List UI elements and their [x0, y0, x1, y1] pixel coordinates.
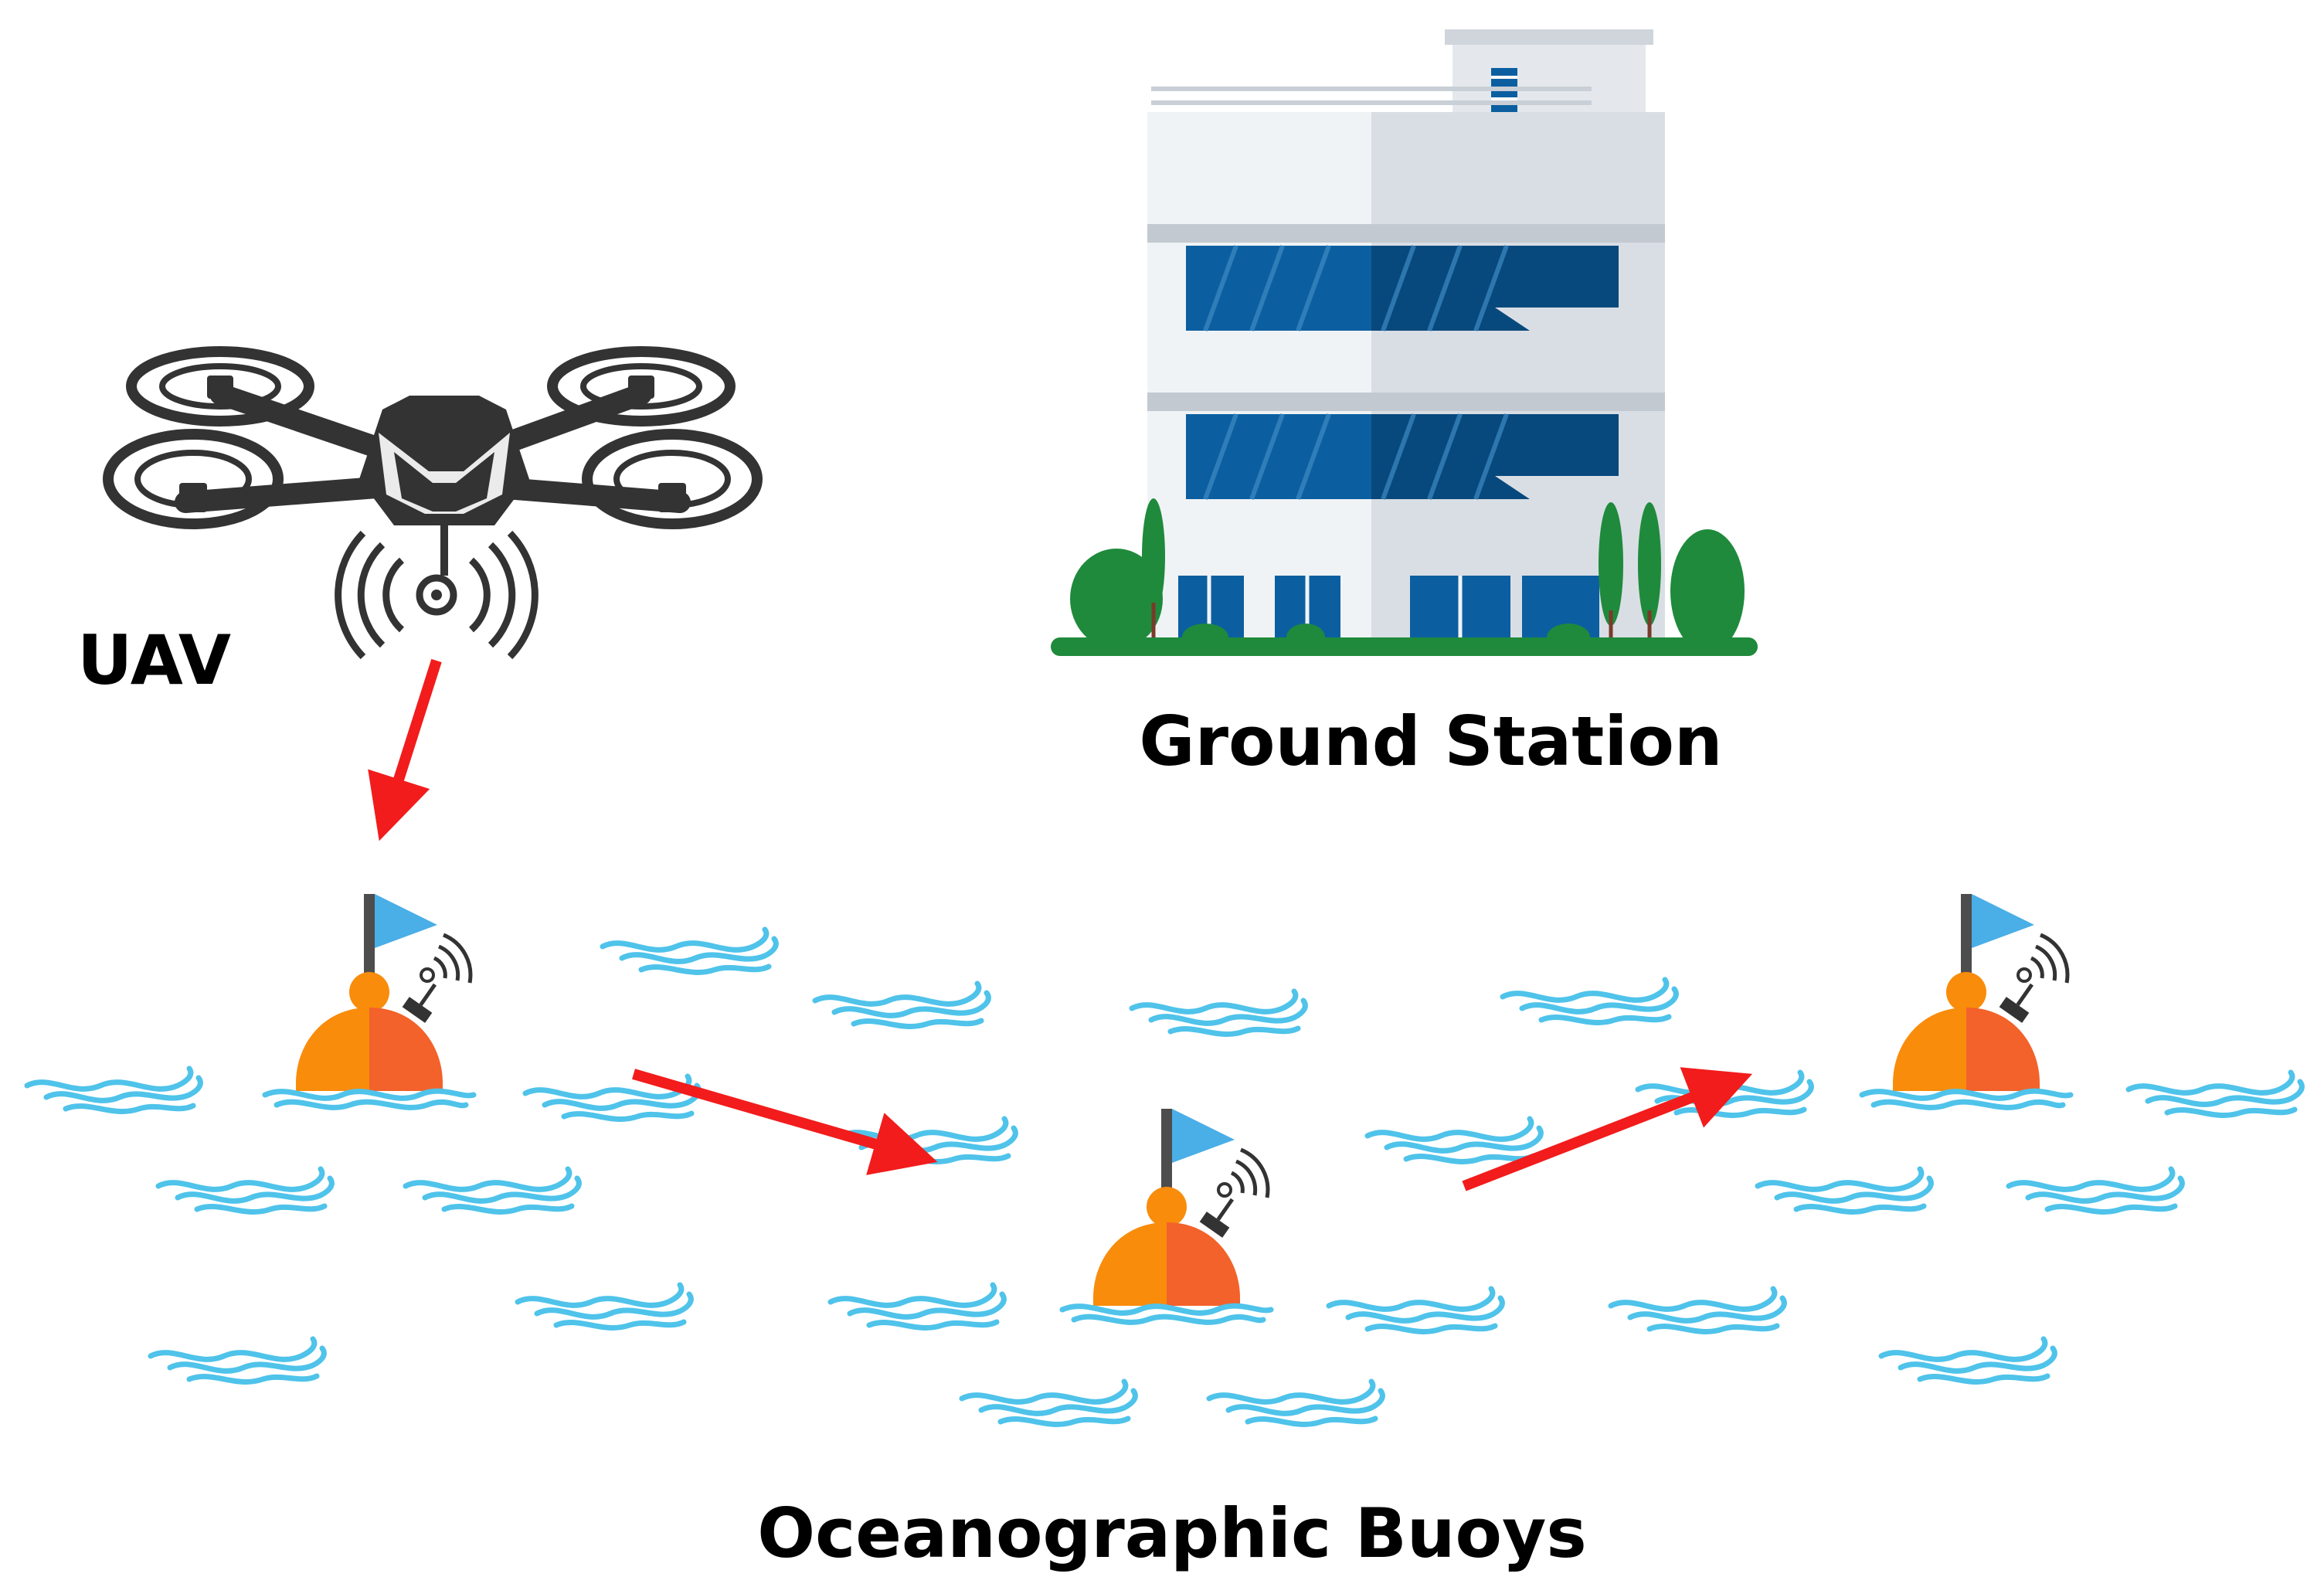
wave-icon	[1611, 1289, 1784, 1331]
arrow-icon	[632, 1069, 938, 1175]
wave-icon	[518, 1285, 691, 1327]
wave-icon	[2129, 1072, 2302, 1115]
wave-icon	[831, 1285, 1004, 1327]
wave-icon	[1758, 1169, 1931, 1212]
wave-icon	[27, 1069, 200, 1111]
buoy-icon	[1062, 1109, 1271, 1322]
wave-icon	[2009, 1169, 2182, 1212]
arrow-icon	[368, 658, 442, 841]
buoy-icon	[265, 894, 474, 1107]
ground-station-label: Ground Station	[1139, 702, 1722, 781]
wave-icon	[962, 1382, 1135, 1424]
wave-icon	[1132, 991, 1305, 1034]
arrow-icon	[1462, 1067, 1753, 1191]
uav-label: UAV	[77, 620, 231, 700]
drone-icon	[103, 346, 763, 660]
wave-icon	[1209, 1382, 1382, 1424]
building-icon	[1051, 29, 1758, 656]
wave-icon	[1329, 1289, 1502, 1331]
wave-icon	[1368, 1119, 1541, 1161]
wave-icon	[603, 930, 776, 972]
buoys-label: Oceanographic Buoys	[757, 1494, 1586, 1573]
wave-icon	[158, 1169, 331, 1212]
wave-icon	[1881, 1339, 2054, 1382]
buoy-icon	[1862, 894, 2071, 1107]
wave-icon	[151, 1339, 324, 1382]
wave-icon	[1503, 980, 1676, 1022]
wave-icon	[406, 1169, 579, 1212]
wave-icon	[815, 984, 988, 1026]
communication-links	[368, 658, 1753, 1191]
